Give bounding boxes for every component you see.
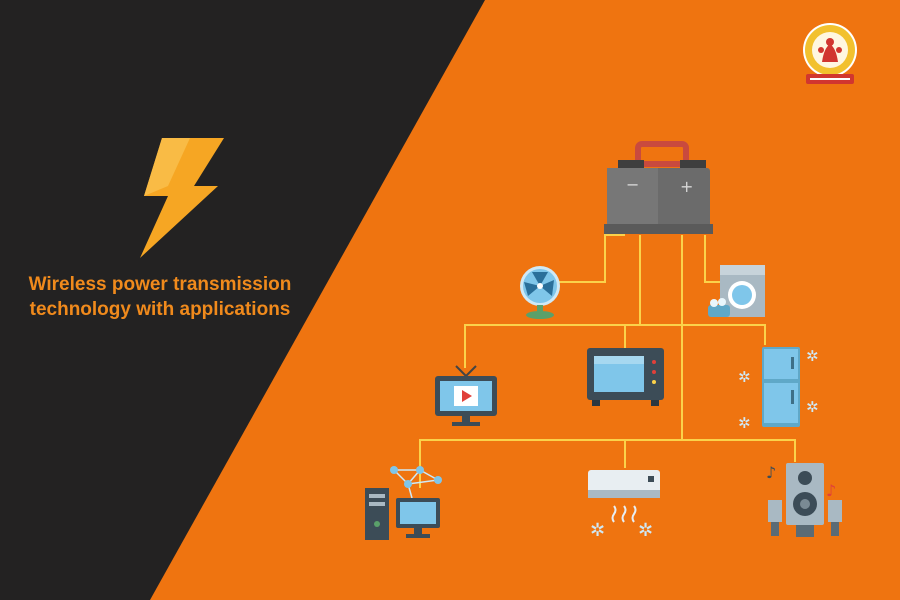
speaker-icon: ♪ ♪ [766, 463, 842, 537]
lightning-bolt-icon [140, 138, 224, 258]
dark-background-panel [0, 0, 485, 600]
computer-network-icon [365, 466, 442, 540]
svg-text:♪: ♪ [766, 463, 776, 482]
svg-text:✲: ✲ [738, 368, 751, 386]
svg-text:✲: ✲ [806, 347, 819, 365]
svg-text:+: + [680, 177, 693, 196]
power-wires [419, 234, 796, 488]
fan-icon [520, 266, 560, 319]
svg-text:♪: ♪ [826, 481, 836, 500]
institution-logo [803, 23, 857, 84]
television-icon [435, 365, 497, 426]
microwave-icon [587, 348, 664, 406]
svg-text:−: − [626, 175, 639, 194]
banner-title: Wireless power transmission technology w… [10, 272, 310, 322]
washing-machine-icon [708, 265, 765, 317]
battery-icon: − + [604, 141, 713, 234]
air-conditioner-icon: ✲ ✲ [588, 470, 660, 541]
banner-title-line1: Wireless power transmission [28, 274, 292, 295]
svg-text:✲: ✲ [638, 520, 653, 541]
svg-text:✲: ✲ [738, 414, 751, 432]
banner-title-line2: technology with applications [29, 299, 291, 320]
refrigerator-icon: ✲ ✲ ✲ ✲ [738, 347, 819, 432]
svg-text:✲: ✲ [806, 398, 819, 416]
svg-text:✲: ✲ [590, 520, 605, 541]
